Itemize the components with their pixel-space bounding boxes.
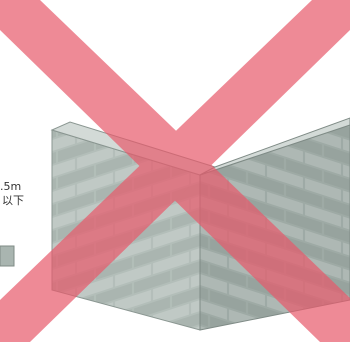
height-value: .5m bbox=[0, 180, 22, 193]
small-block bbox=[0, 245, 15, 267]
wall-label: ブロック塀等 bbox=[143, 90, 209, 103]
height-condition: 以下 bbox=[2, 194, 24, 207]
